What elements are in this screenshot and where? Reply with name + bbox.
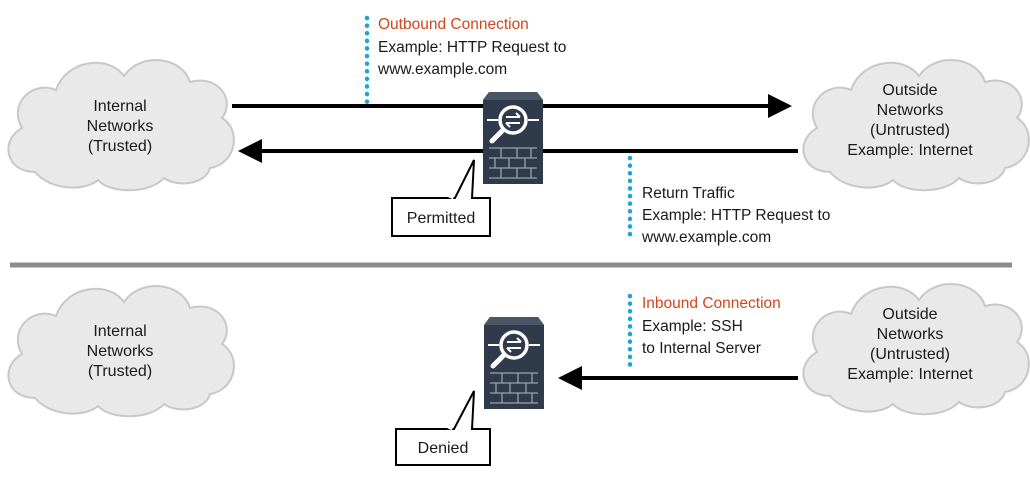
denied-callout: Denied	[395, 390, 491, 466]
cloud-label-line: Networks	[877, 102, 944, 119]
outbound-note-heading: Outbound Connection	[378, 16, 529, 33]
cloud-label-line: Internal	[93, 323, 146, 340]
return-note-line: Return Traffic	[642, 185, 735, 202]
cloud-label-line: Networks	[877, 326, 944, 343]
inbound-note-line: to Internal Server	[642, 340, 761, 357]
cloud-label-line: (Trusted)	[88, 138, 152, 155]
inbound-note-heading: Inbound Connection	[642, 295, 781, 312]
firewall-icon	[484, 317, 544, 409]
cloud-label-line: Networks	[87, 343, 154, 360]
cloud-label-line: Outside	[882, 82, 937, 99]
cloud-label-line: Outside	[882, 306, 937, 323]
cloud-label-line: (Trusted)	[88, 363, 152, 380]
top-internal-cloud: Internal Networks (Trusted)	[7, 59, 235, 192]
cloud-label-line: Internal	[93, 98, 146, 115]
return-note-line: www.example.com	[641, 229, 771, 246]
cloud-label-line: Example: Internet	[847, 366, 973, 383]
firewall-icon	[483, 92, 543, 184]
inbound-note-line: Example: SSH	[642, 318, 743, 335]
callout-label: Denied	[418, 440, 469, 457]
permitted-callout: Permitted	[391, 159, 491, 237]
cloud-label-line: (Untrusted)	[870, 122, 950, 139]
outbound-note-line: www.example.com	[377, 61, 507, 78]
bottom-internal-cloud: Internal Networks (Trusted)	[7, 285, 235, 418]
outbound-note-line: Example: HTTP Request to	[378, 39, 566, 56]
cloud-label-line: Example: Internet	[847, 142, 973, 159]
top-outside-cloud: Outside Networks (Untrusted) Example: In…	[802, 59, 1030, 192]
cloud-label-line: (Untrusted)	[870, 346, 950, 363]
return-note-line: Example: HTTP Request to	[642, 207, 830, 224]
callout-label: Permitted	[407, 210, 475, 227]
bottom-outside-cloud: Outside Networks (Untrusted) Example: In…	[802, 283, 1030, 416]
cloud-label-line: Networks	[87, 118, 154, 135]
